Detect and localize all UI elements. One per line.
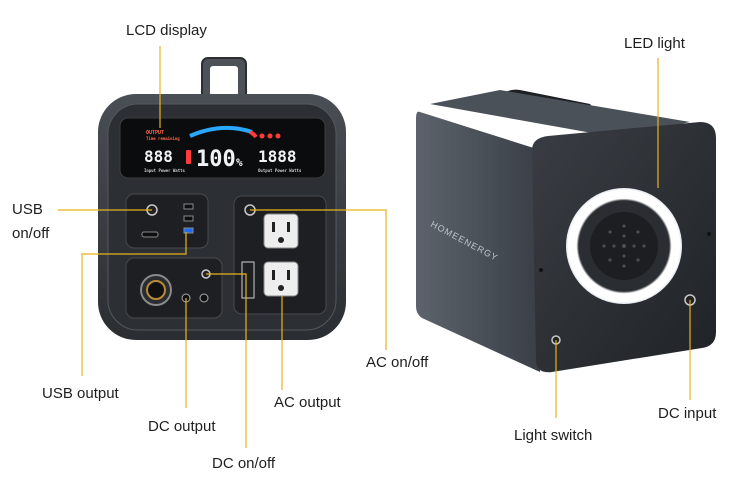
ac-warning-label: [241, 261, 255, 299]
lcd-panel: OUTPUT Time remaining 888 Input Power Wa…: [119, 117, 326, 179]
callout-dc-output: DC output: [148, 418, 216, 435]
usb-a-port-2: [183, 215, 194, 222]
callout-ac-output: AC output: [274, 394, 342, 411]
usb-c-port: [141, 231, 159, 238]
usb-module: [125, 193, 209, 249]
lcd-percent-sign: %: [236, 156, 243, 169]
lcd-arc: [189, 125, 253, 138]
dc-output-port-2: [199, 293, 209, 303]
callout-usb-onoff-1: USB: [12, 201, 43, 218]
side-panel: [416, 111, 540, 372]
callout-lcd-display: LCD display: [126, 22, 207, 39]
lcd-right-digits: 1888: [258, 147, 297, 166]
usb-a-port-1: [183, 203, 194, 210]
front-device: OUTPUT Time remaining 888 Input Power Wa…: [98, 57, 346, 340]
callout-usb-onoff-2: on/off: [12, 225, 50, 242]
callout-dc-input: DC input: [658, 405, 717, 422]
usb-a-port-3: [183, 227, 194, 234]
lcd-right-caption: Output Power Watts: [258, 168, 302, 173]
ac-module: [233, 195, 327, 315]
lcd-top-left-caption: OUTPUT: [146, 130, 164, 136]
lcd-top-left-sub: Time remaining: [146, 136, 180, 141]
callout-usb-output: USB output: [42, 385, 120, 402]
side-device: HOMEENERGY: [416, 89, 716, 373]
lcd-percent: 100: [196, 147, 236, 172]
callout-led-light: LED light: [624, 35, 686, 52]
callout-dc-onoff: DC on/off: [212, 455, 276, 472]
dc-module: [125, 257, 223, 319]
callout-light-switch: Light switch: [514, 427, 592, 444]
leader-lines: [58, 46, 691, 448]
lcd-left-caption: Input Power Watts: [144, 168, 186, 173]
callout-ac-onoff: AC on/off: [366, 354, 429, 371]
lcd-left-digits: 888: [144, 147, 173, 166]
